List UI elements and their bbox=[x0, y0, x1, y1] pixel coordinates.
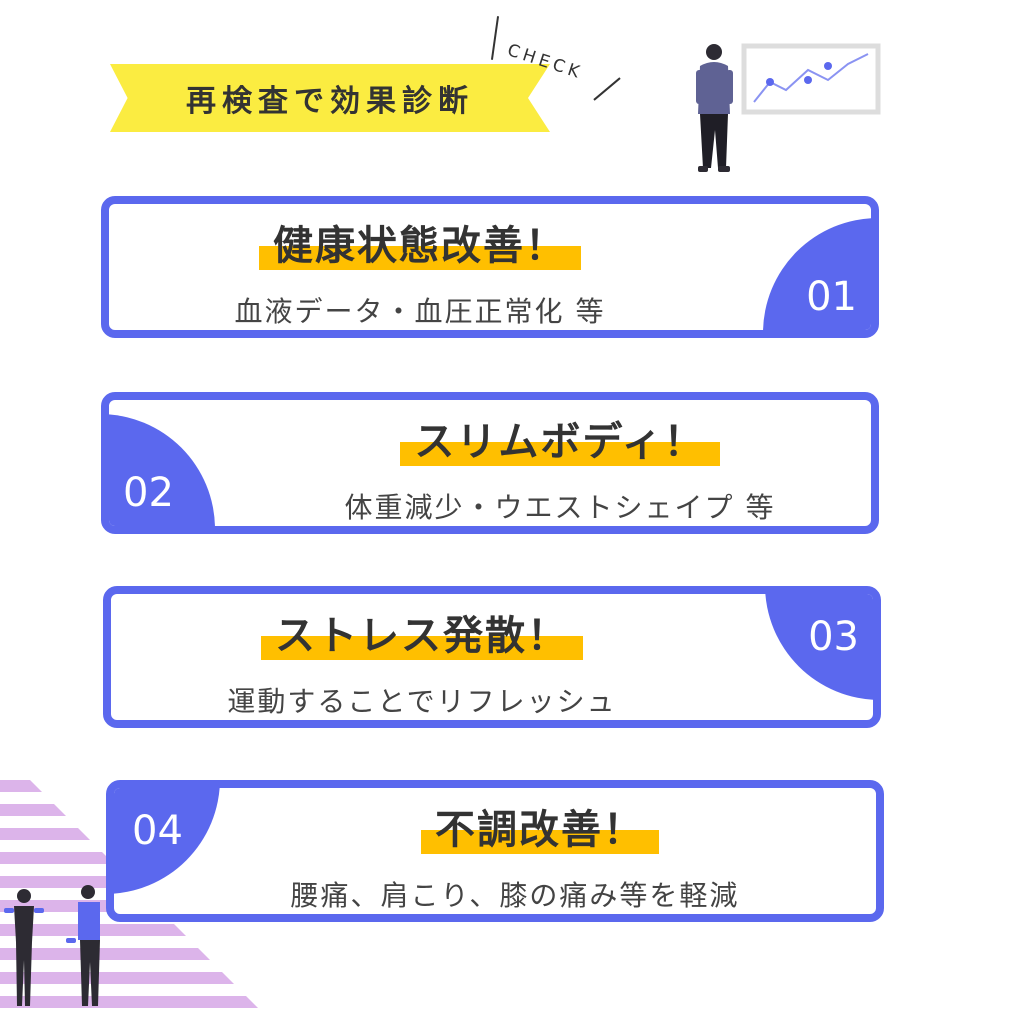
check-tick-mark bbox=[593, 77, 621, 101]
benefit-card-slim: 02 スリムボディ！ 体重減少・ウエストシェイプ 等 bbox=[101, 392, 879, 534]
card-subtitle: 腰痛、肩こり、膝の痛み等を軽減 bbox=[290, 879, 740, 912]
card-number: 03 bbox=[808, 614, 859, 660]
title-highlight bbox=[400, 442, 720, 466]
card-number: 02 bbox=[123, 470, 174, 516]
check-tick-mark bbox=[490, 16, 500, 60]
title-highlight bbox=[421, 830, 659, 854]
card-subtitle: 体重減少・ウエストシェイプ 等 bbox=[344, 491, 776, 524]
card-title: ストレス発散！ bbox=[261, 608, 583, 664]
card-title: 健康状態改善！ bbox=[259, 218, 581, 274]
title-highlight bbox=[261, 636, 583, 660]
check-label-group: CHECK bbox=[488, 14, 628, 114]
benefit-card-pain: 04 不調改善！ 腰痛、肩こり、膝の痛み等を軽減 bbox=[106, 780, 884, 922]
benefit-card-stress: 03 ストレス発散！ 運動することでリフレッシュ bbox=[103, 586, 881, 728]
banner-title: 再検査で効果診断 bbox=[186, 84, 474, 119]
benefit-card-health: 01 健康状態改善！ 血液データ・血圧正常化 等 bbox=[101, 196, 879, 338]
card-subtitle: 血液データ・血圧正常化 等 bbox=[234, 295, 606, 328]
card-subtitle: 運動することでリフレッシュ bbox=[227, 685, 617, 718]
card-number: 01 bbox=[806, 274, 857, 320]
header-banner: 再検査で効果診断 bbox=[110, 64, 550, 132]
title-highlight bbox=[259, 246, 581, 270]
check-label: CHECK bbox=[504, 40, 586, 84]
person-chart-illustration bbox=[696, 43, 881, 172]
card-title: スリムボディ！ bbox=[400, 414, 720, 470]
people-exercising-illustration bbox=[4, 885, 100, 1006]
card-title: 不調改善！ bbox=[421, 802, 659, 858]
card-number: 04 bbox=[132, 808, 183, 854]
